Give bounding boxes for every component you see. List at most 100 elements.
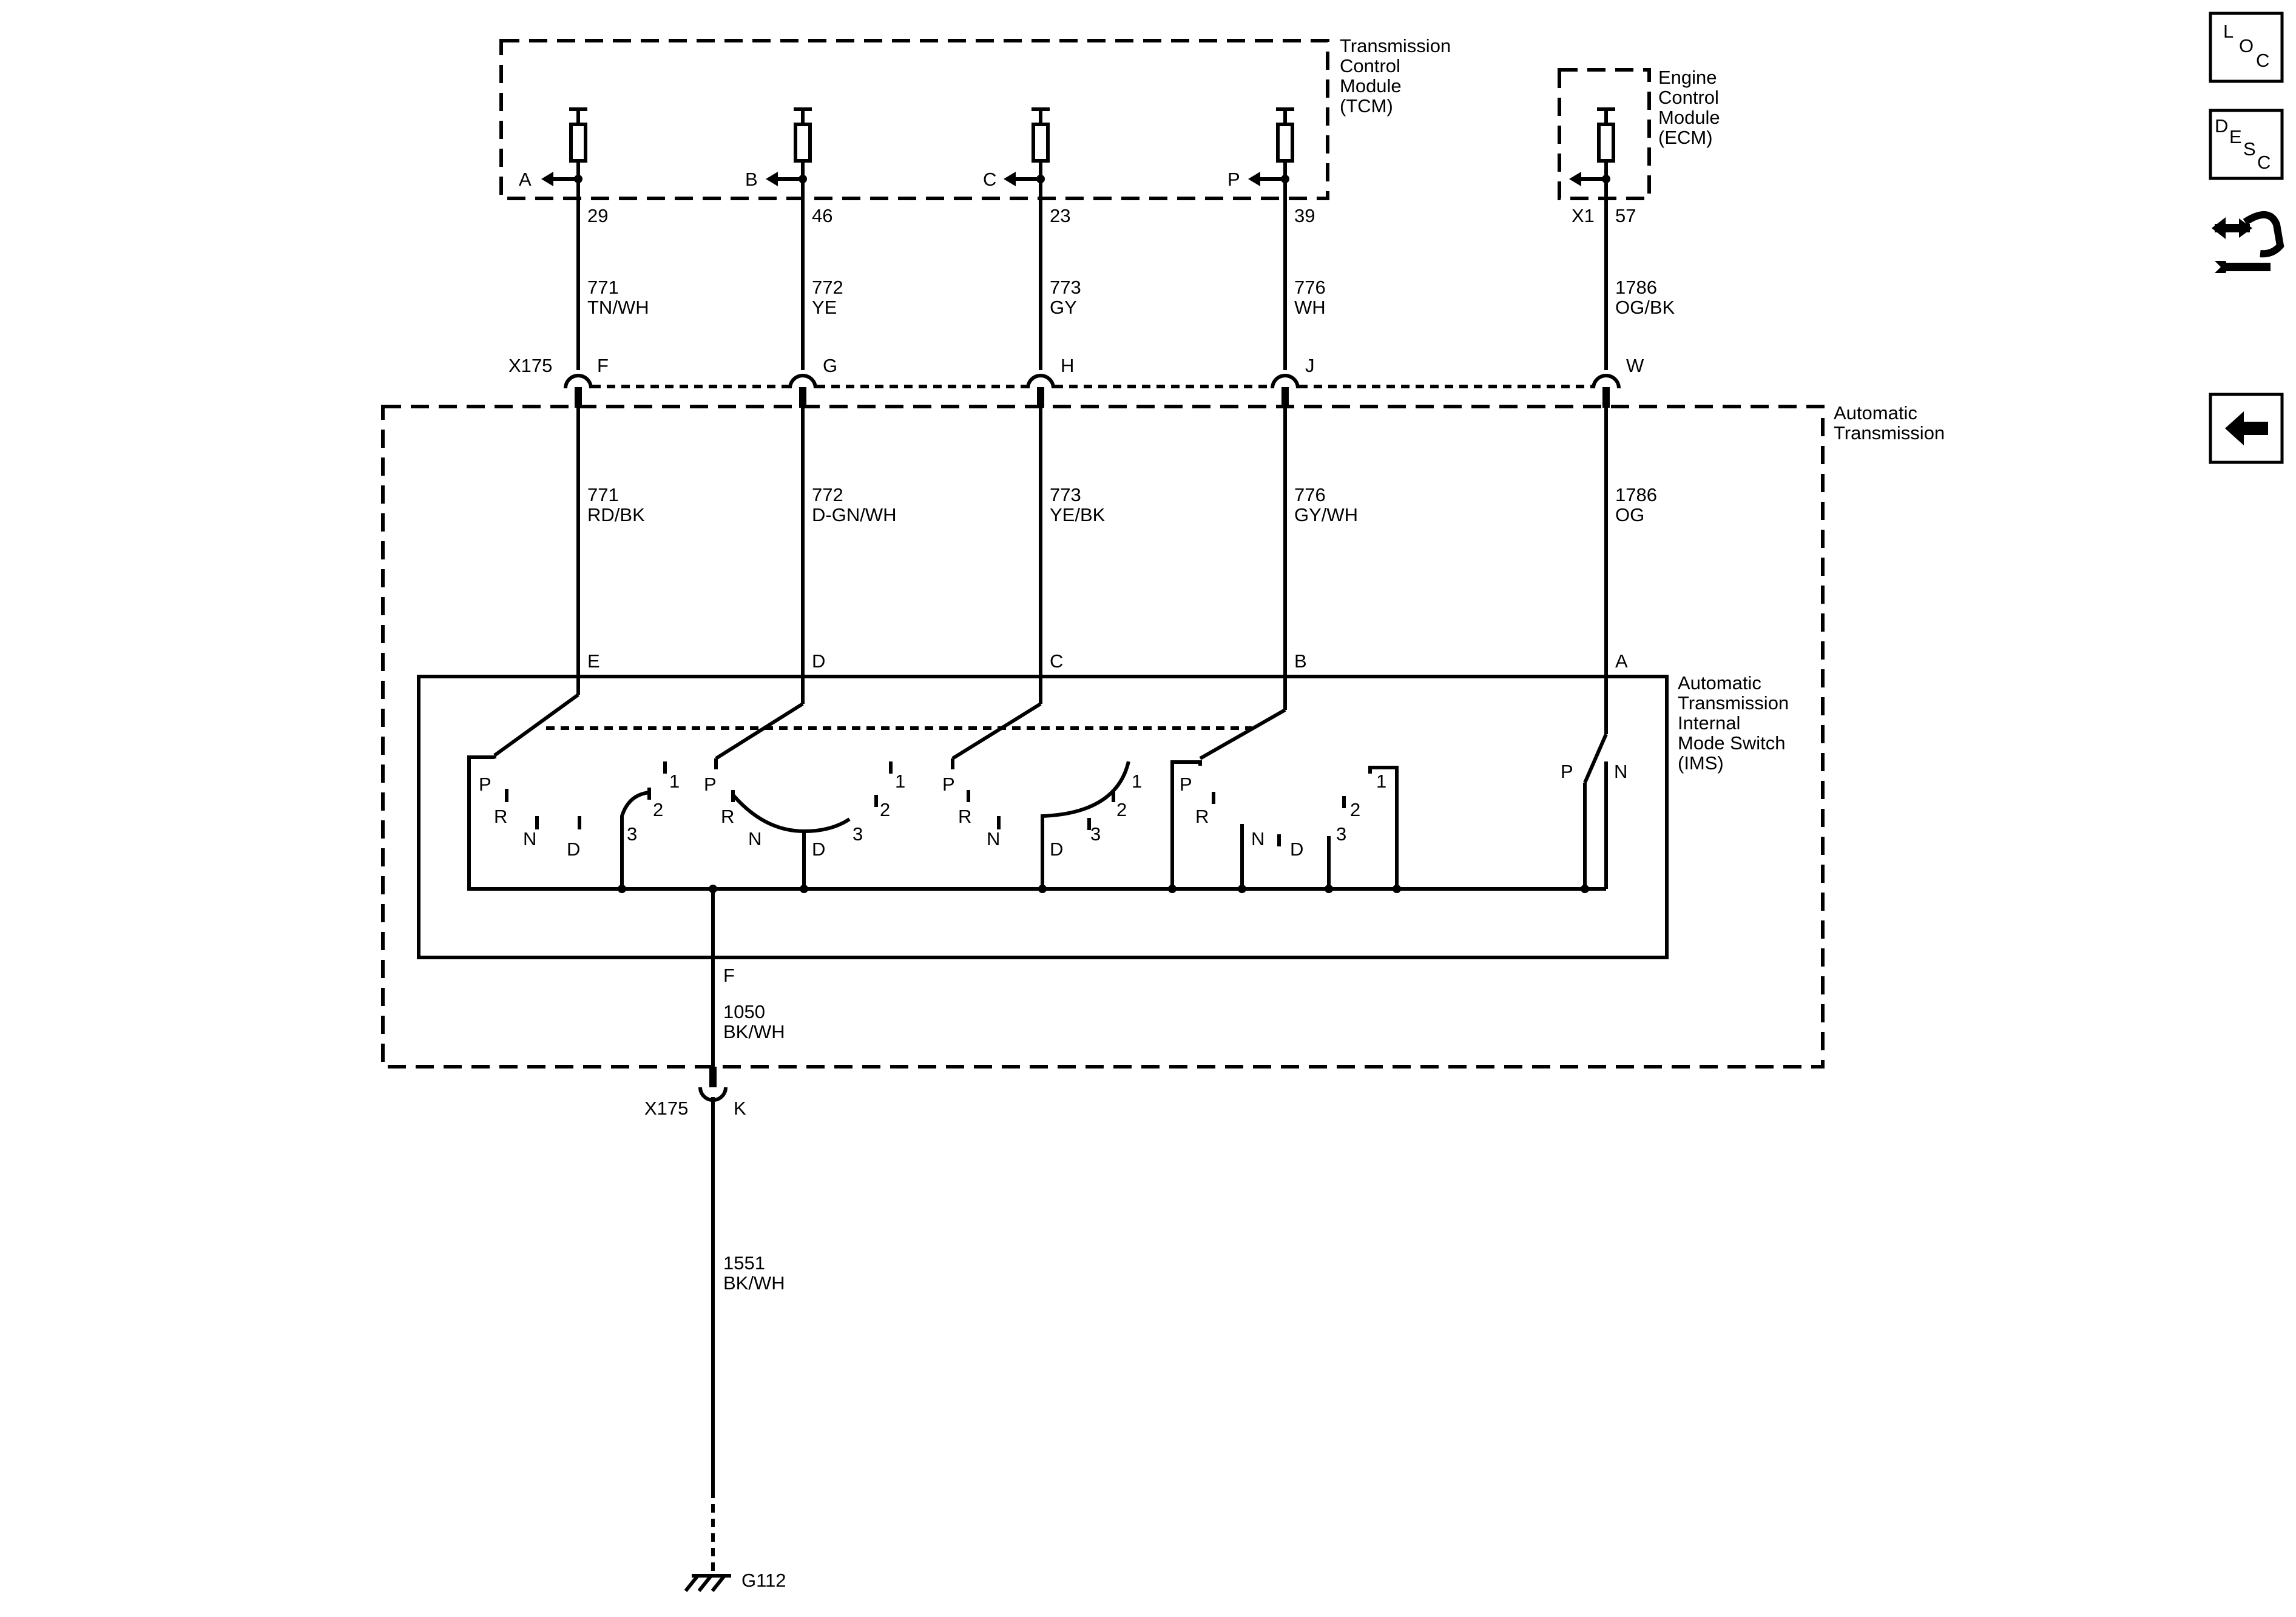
- loc-button[interactable]: L O C: [2209, 12, 2284, 83]
- s2-n: N: [748, 828, 761, 849]
- ims-label-3: Internal: [1678, 712, 1740, 734]
- tcm-pin-29: 29: [587, 205, 608, 226]
- tcm-label-4: (TCM): [1340, 95, 1393, 116]
- s2-1: 1: [895, 771, 905, 792]
- s5-n: N: [1614, 761, 1627, 782]
- ground-wire-lower-color: BK/WH: [723, 1272, 785, 1294]
- tcm-input-b: B: [745, 107, 812, 190]
- lower-wire-3-color: YE/BK: [1050, 504, 1106, 525]
- s4-d: D: [1290, 839, 1303, 860]
- s2-2: 2: [880, 799, 890, 820]
- desc-e: E: [2229, 126, 2242, 147]
- trans-label-2: Transmission: [1834, 422, 1945, 444]
- tcm-label-1: Transmission: [1340, 35, 1451, 56]
- ims-label-1: Automatic: [1678, 672, 1761, 694]
- automatic-transmission-box: [381, 405, 1825, 1068]
- x175-pin-f: F: [597, 355, 609, 376]
- loc-o: O: [2239, 35, 2254, 56]
- lower-wires: [576, 408, 1608, 677]
- tcm-input-a: A: [519, 107, 587, 190]
- tcm-input-p-letter: P: [1227, 169, 1240, 190]
- upper-wire-5-color: OG/BK: [1615, 297, 1675, 318]
- loc-button-icon: [2209, 12, 2284, 83]
- ims-switch-box: [417, 675, 1669, 959]
- connector-x175-lower: [698, 1067, 728, 1102]
- upper-wire-3-color: GY: [1050, 297, 1077, 318]
- tcm-input-p: P: [1227, 107, 1294, 190]
- upper-wire-4-color: WH: [1294, 297, 1326, 318]
- ims-pin-d: D: [812, 650, 825, 672]
- tcm-label-2: Control: [1340, 55, 1400, 76]
- ims-switch-1: P R N D 3 2 1: [467, 677, 680, 893]
- upper-wires: [576, 179, 1608, 370]
- s4-r: R: [1195, 806, 1209, 827]
- tcm-input-c: C: [983, 107, 1050, 190]
- ecm-connector-x1: X1: [1572, 205, 1595, 226]
- ecm-label-4: (ECM): [1658, 127, 1713, 148]
- s1-d: D: [567, 839, 580, 860]
- s4-p: P: [1180, 774, 1192, 795]
- s4-2: 2: [1350, 799, 1360, 820]
- upper-wire-5-circuit: 1786: [1615, 277, 1657, 298]
- tcm-input-c-letter: C: [983, 169, 996, 190]
- ims-pin-e: E: [587, 650, 600, 672]
- ims-pin-f: F: [723, 965, 735, 986]
- lower-wire-1-color: RD/BK: [587, 504, 645, 525]
- tcm-module: Transmission Control Module (TCM): [499, 35, 1451, 200]
- x175-pin-w: W: [1626, 355, 1644, 376]
- back-button[interactable]: [2209, 393, 2284, 464]
- ground-wire-upper-circuit: 1050: [723, 1001, 765, 1022]
- s4-1: 1: [1376, 771, 1386, 792]
- tcm-pin-46: 46: [812, 205, 832, 226]
- ims-label-4: Mode Switch: [1678, 732, 1785, 754]
- desc-d: D: [2215, 115, 2228, 137]
- s3-3: 3: [1090, 823, 1101, 845]
- ims-switch-2: P R N D 3 2 1: [704, 677, 905, 893]
- connector-x175-upper: [564, 374, 1621, 408]
- lower-wire-5-color: OG: [1615, 504, 1644, 525]
- ground-label: G112: [741, 1570, 786, 1591]
- ground-wire-lower-circuit: 1551: [723, 1252, 765, 1274]
- ecm-label-3: Module: [1658, 107, 1720, 128]
- connector-x175-label: X175: [508, 355, 552, 376]
- ground-connector-pin: K: [734, 1098, 746, 1119]
- tcm-label-3: Module: [1340, 75, 1402, 96]
- s1-p: P: [479, 774, 491, 795]
- s3-d: D: [1050, 839, 1063, 860]
- upper-wire-1-color: TN/WH: [587, 297, 649, 318]
- tcm-input-b-letter: B: [745, 169, 758, 190]
- x175-pin-j: J: [1305, 355, 1315, 376]
- upper-wire-3-circuit: 773: [1050, 277, 1081, 298]
- upper-wire-2-color: YE: [812, 297, 837, 318]
- connector-tool-button[interactable]: [2212, 211, 2284, 273]
- ims-label-5: (IMS): [1678, 752, 1724, 774]
- ims-label-2: Transmission: [1678, 692, 1789, 714]
- s4-n: N: [1251, 828, 1264, 849]
- s4-3: 3: [1336, 823, 1346, 845]
- s2-3: 3: [853, 823, 863, 845]
- desc-button[interactable]: D E S C: [2209, 109, 2284, 180]
- s3-1: 1: [1132, 771, 1142, 792]
- desc-s: S: [2243, 138, 2256, 160]
- desc-c: C: [2257, 152, 2271, 173]
- s2-r: R: [721, 806, 734, 827]
- ecm-pin-57: 57: [1615, 205, 1636, 226]
- lower-wire-4-circuit: 776: [1294, 484, 1326, 505]
- ims-switch-4: P R N D 3 2 1: [1168, 677, 1401, 893]
- ims-pin-c: C: [1050, 650, 1063, 672]
- lower-wire-1-circuit: 771: [587, 484, 619, 505]
- upper-wire-1-circuit: 771: [587, 277, 619, 298]
- s1-n: N: [523, 828, 536, 849]
- s2-d: D: [812, 839, 825, 860]
- upper-wire-2-circuit: 772: [812, 277, 843, 298]
- trans-label-1: Automatic: [1834, 402, 1917, 424]
- ecm-label-1: Engine: [1658, 67, 1717, 88]
- ims-pin-b: B: [1294, 650, 1307, 672]
- s3-2: 2: [1116, 799, 1127, 820]
- x175-pin-g: G: [823, 355, 837, 376]
- s1-1: 1: [669, 771, 680, 792]
- s1-3: 3: [627, 823, 637, 845]
- s1-2: 2: [653, 799, 663, 820]
- s3-r: R: [958, 806, 971, 827]
- upper-wire-4-circuit: 776: [1294, 277, 1326, 298]
